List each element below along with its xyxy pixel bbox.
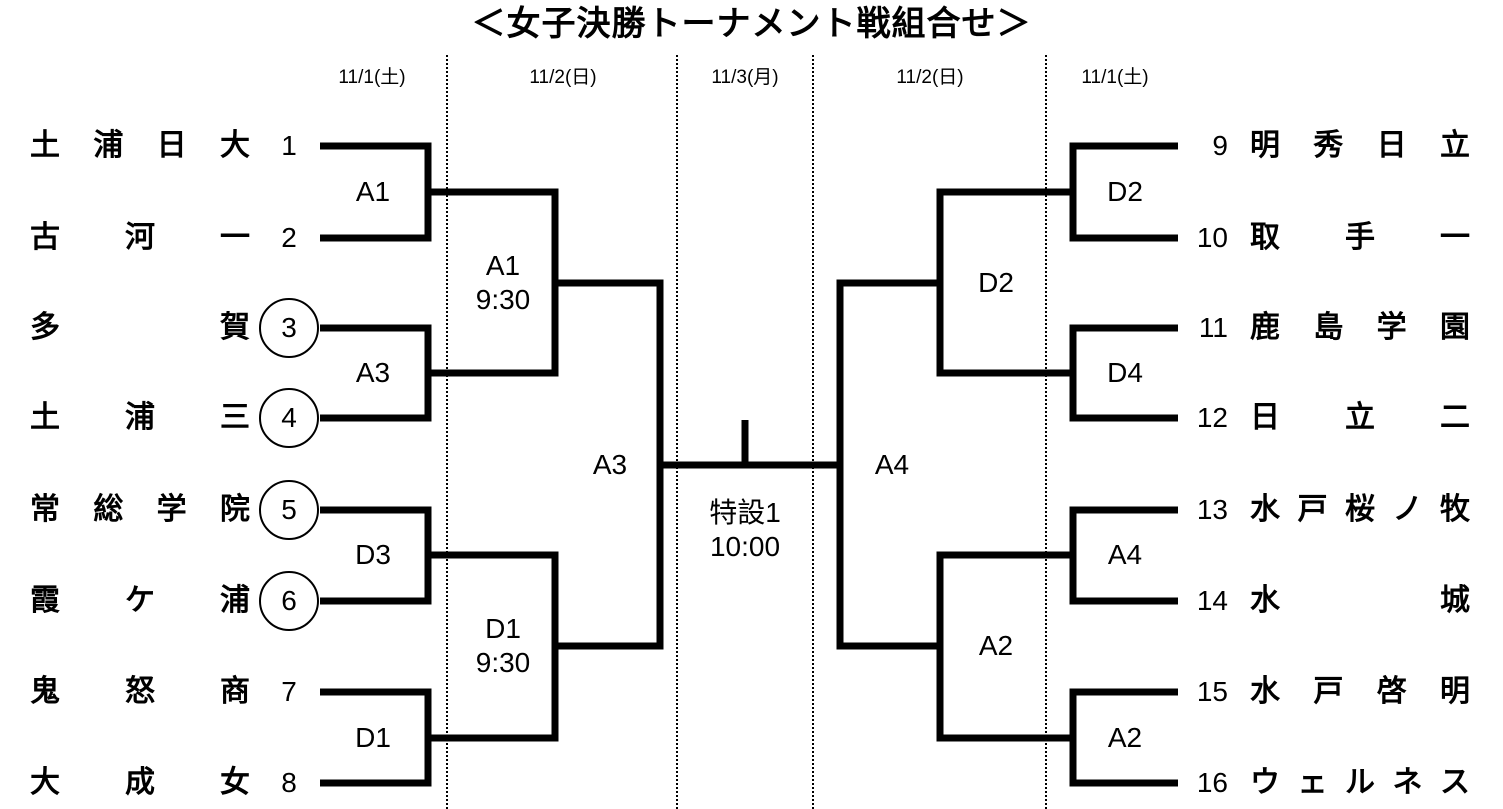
team-name: 土浦三 bbox=[30, 400, 250, 435]
match-court-label: D4 bbox=[1107, 357, 1143, 388]
team-name: 土浦日大 bbox=[30, 128, 250, 163]
team-number: 10 bbox=[1196, 222, 1228, 253]
team-name: 鹿島学園 bbox=[1250, 310, 1470, 345]
team-name: 常総学院 bbox=[30, 492, 250, 527]
team-name: 古河一 bbox=[30, 220, 250, 255]
match-court-label: D1 bbox=[355, 722, 391, 753]
date-round1-right: 11/1(土) bbox=[1081, 67, 1149, 88]
team-name: 鬼怒商 bbox=[30, 674, 250, 709]
date-round2-left: 11/2(日) bbox=[529, 67, 597, 88]
match-court-label: A4 bbox=[1107, 539, 1143, 570]
team-name: 多賀 bbox=[30, 310, 250, 345]
date-round2-right: 11/2(日) bbox=[896, 67, 964, 88]
match-court-label: D2 bbox=[1107, 176, 1143, 207]
date-round1-left: 11/1(土) bbox=[338, 67, 406, 88]
match-label-round2: A1 9:30 bbox=[443, 249, 563, 317]
team-name: ウェルネス bbox=[1250, 765, 1470, 800]
team-number: 12 bbox=[1196, 402, 1228, 433]
final-time: 10:00 bbox=[709, 531, 781, 562]
team-number: 1 bbox=[281, 130, 297, 161]
team-number: 8 bbox=[281, 767, 297, 798]
team-number: 11 bbox=[1198, 312, 1228, 343]
team-number: 2 bbox=[281, 222, 297, 253]
match-time: 9:30 bbox=[475, 647, 531, 678]
semifinal-court-label: A4 bbox=[874, 449, 910, 480]
team-number-circled: 3 bbox=[259, 298, 319, 358]
team-name: 明秀日立 bbox=[1250, 128, 1470, 163]
team-name: 霞ケ浦 bbox=[30, 583, 250, 618]
team-number: 16 bbox=[1196, 767, 1228, 798]
match-time: 9:30 bbox=[475, 284, 531, 315]
match-court-label: A2 bbox=[1107, 722, 1143, 753]
team-name: 水戸啓明 bbox=[1250, 674, 1470, 709]
team-name: 大成女 bbox=[30, 765, 250, 800]
match-court-label: A3 bbox=[355, 357, 391, 388]
team-number: 13 bbox=[1196, 494, 1228, 525]
match-court-label: A2 bbox=[978, 630, 1014, 661]
team-name: 日立二 bbox=[1250, 400, 1470, 435]
match-court: A1 bbox=[485, 250, 521, 281]
team-name: 水城 bbox=[1250, 583, 1470, 618]
team-number-circled: 6 bbox=[259, 571, 319, 631]
team-number: 14 bbox=[1196, 585, 1228, 616]
semifinal-court-label: A3 bbox=[592, 449, 628, 480]
page-title: ＜女子決勝トーナメント戦組合せ＞ bbox=[471, 4, 1032, 44]
date-final: 11/3(月) bbox=[711, 67, 779, 88]
match-court-label: D3 bbox=[355, 539, 391, 570]
final-court: 特設1 bbox=[709, 497, 781, 528]
team-number: 9 bbox=[1212, 130, 1228, 161]
match-court-label: A1 bbox=[355, 176, 391, 207]
team-name: 水戸桜ノ牧 bbox=[1250, 492, 1470, 527]
match-court: D1 bbox=[485, 613, 521, 644]
team-number-circled: 5 bbox=[259, 480, 319, 540]
match-label-round2: D1 9:30 bbox=[443, 612, 563, 680]
match-court-label: D2 bbox=[978, 267, 1014, 298]
final-match-label: 特設1 10:00 bbox=[685, 496, 805, 564]
column-dividers bbox=[446, 55, 1047, 809]
team-number: 15 bbox=[1196, 676, 1228, 707]
team-name: 取手一 bbox=[1250, 220, 1470, 255]
team-number-circled: 4 bbox=[259, 388, 319, 448]
team-number: 7 bbox=[281, 676, 297, 707]
